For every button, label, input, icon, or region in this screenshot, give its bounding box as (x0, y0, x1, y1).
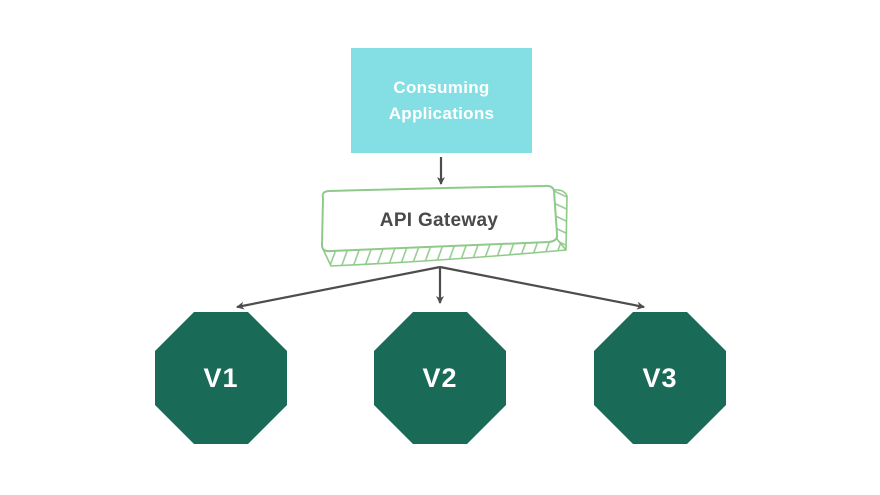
service-v3-label: V3 (642, 362, 678, 393)
gateway-face (321, 184, 559, 253)
consuming-applications-node: Consuming Applications (351, 48, 532, 153)
consuming-applications-label: Consuming Applications (388, 77, 495, 123)
api-gateway-node (321, 184, 568, 267)
edge-gateway-to-v3 (439, 265, 645, 310)
service-v2-label: V2 (422, 362, 458, 393)
octagon-v1-shape (155, 312, 287, 444)
octagon-v3-shape (594, 312, 726, 444)
service-v1-label: V1 (203, 362, 239, 393)
api-gateway-label: API Gateway (379, 210, 499, 231)
octagon-v2-shape (374, 312, 506, 444)
edge-gateway-to-v1 (236, 265, 441, 310)
